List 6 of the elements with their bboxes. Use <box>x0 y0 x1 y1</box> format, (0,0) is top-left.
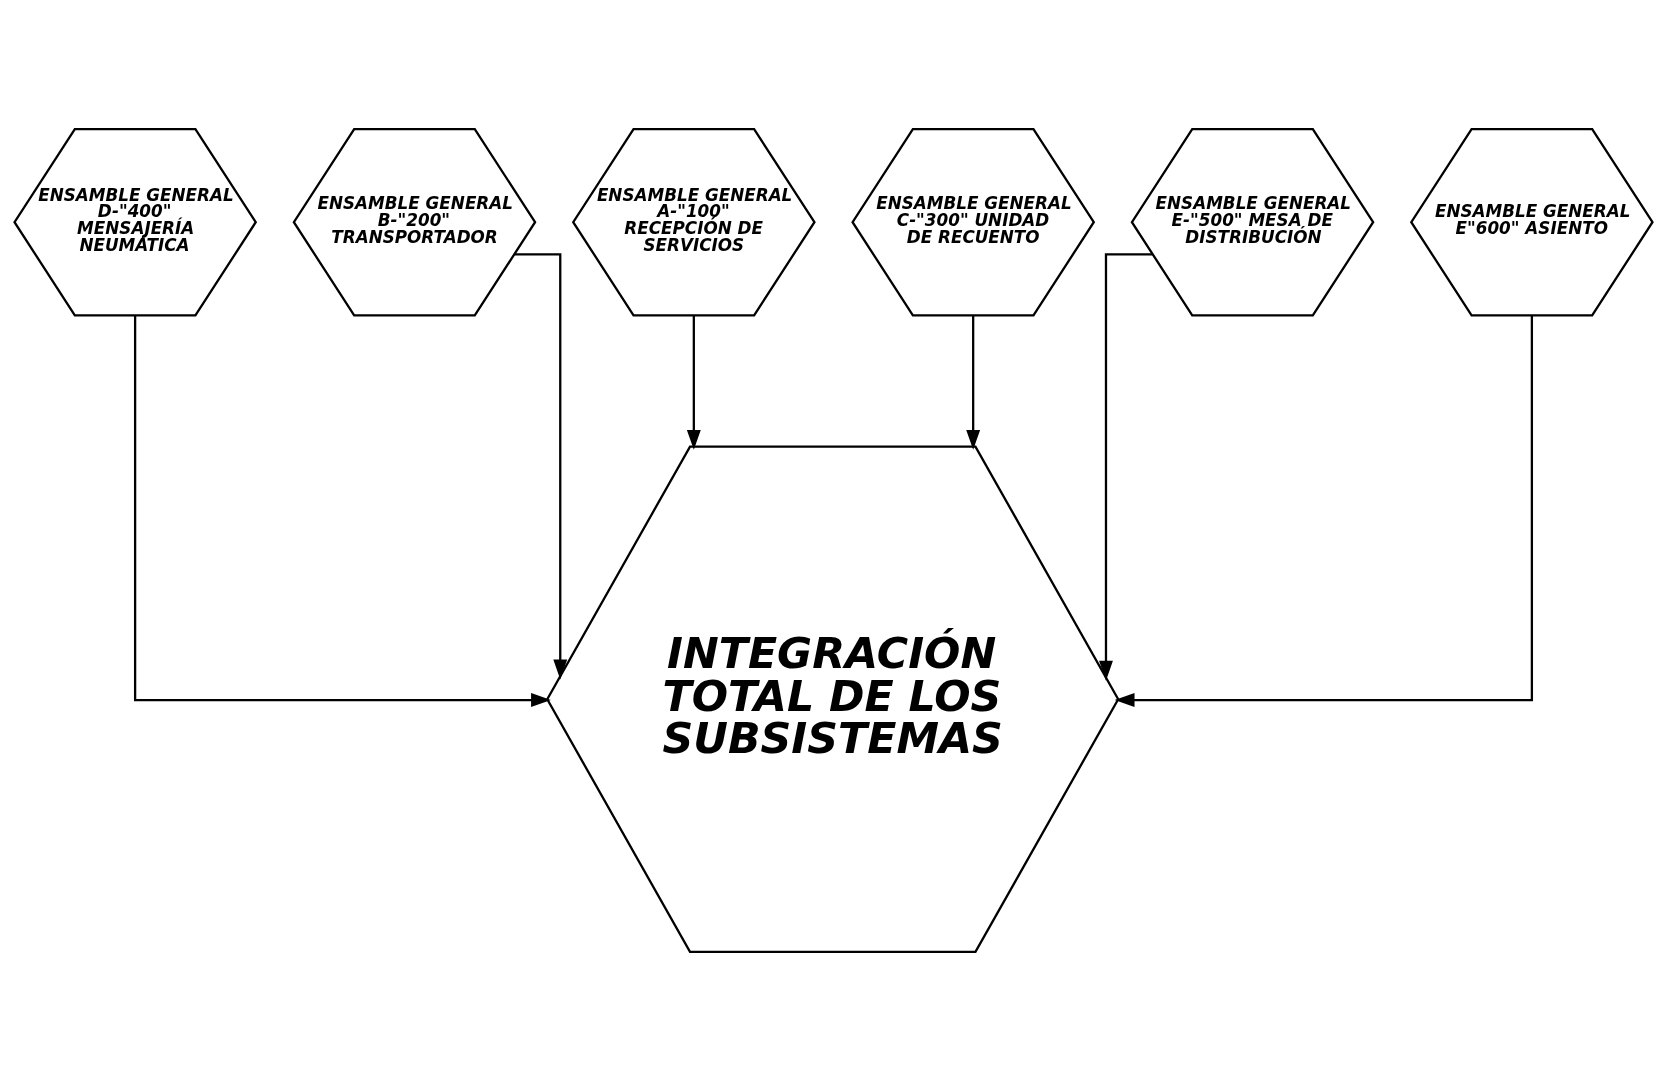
arrow <box>1114 315 1534 707</box>
arrow <box>966 315 981 450</box>
arrow <box>133 315 551 707</box>
arrow <box>1099 253 1153 681</box>
arrow <box>514 253 568 680</box>
arrow <box>686 315 701 450</box>
